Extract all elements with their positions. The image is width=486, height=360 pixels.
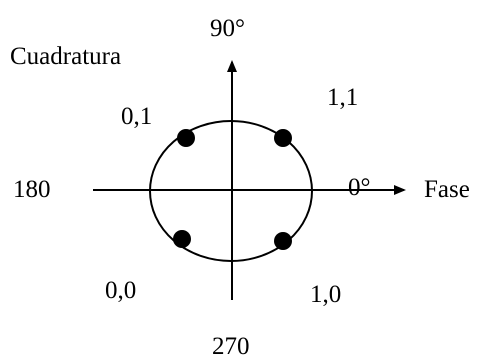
bottom-angle-label: 270	[212, 333, 250, 360]
symbol-label-11: 1,1	[327, 84, 359, 111]
symbol-point-01	[177, 129, 195, 147]
phase-axis-label: Fase	[424, 176, 470, 203]
right-angle-label: 0°	[348, 174, 371, 201]
left-angle-label: 180	[13, 176, 51, 203]
symbol-point-00	[173, 230, 191, 248]
top-angle-label: 90°	[210, 15, 245, 42]
symbol-point-11	[274, 129, 292, 147]
symbol-label-10: 1,0	[310, 281, 342, 308]
symbol-label-01: 0,1	[121, 103, 153, 130]
constellation-circle	[149, 120, 313, 262]
symbol-label-00: 0,0	[105, 277, 137, 304]
symbol-point-10	[274, 232, 292, 250]
quadrature-axis-label: Cuadratura	[10, 43, 122, 70]
